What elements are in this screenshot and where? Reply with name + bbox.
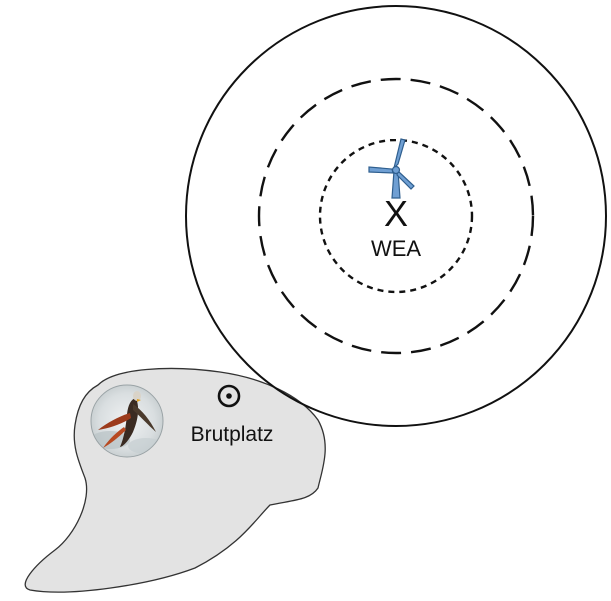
wind-turbine-icon [369, 139, 414, 198]
red-kite-photo [90, 385, 164, 457]
turbine-label: WEA [371, 236, 421, 261]
habitat-area [25, 368, 325, 592]
turbine-position-marker: X [384, 193, 408, 234]
nest-label: Brutplatz [191, 423, 274, 446]
